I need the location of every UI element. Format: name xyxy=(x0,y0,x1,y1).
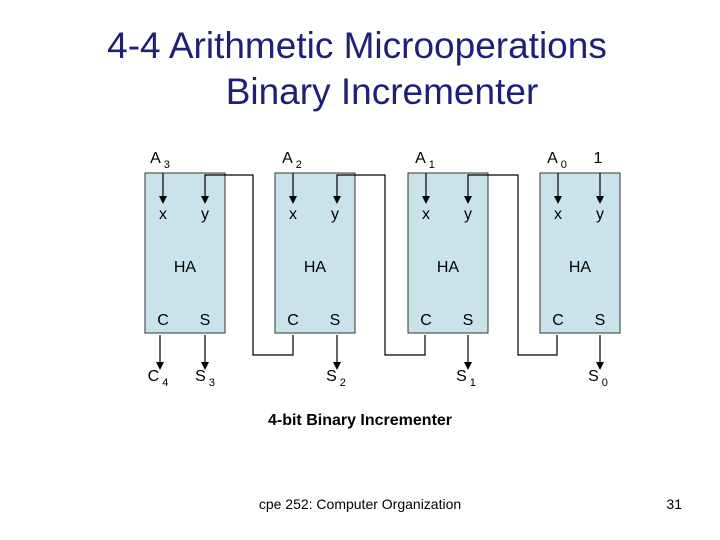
carry-wire xyxy=(333,174,426,356)
ha-sum-label: S xyxy=(200,312,211,329)
ha-y-label: y xyxy=(464,206,472,223)
footer-text: cpe 252: Computer Organization xyxy=(258,496,462,512)
ha-sum-label: S xyxy=(330,312,341,329)
ha-label: HA xyxy=(569,259,592,276)
ha-sum-label: S xyxy=(595,312,606,329)
ha-label: HA xyxy=(304,259,327,276)
ha-x-label: x xyxy=(289,206,297,223)
half-adder-box xyxy=(407,172,489,334)
ha-sum-label: S xyxy=(463,312,474,329)
half-adder-box xyxy=(274,172,356,334)
ha-label: HA xyxy=(174,259,197,276)
carry-wire xyxy=(464,174,558,356)
slide-title: 4-4 Arithmetic Microoperations xyxy=(107,25,607,66)
ha-carry-label: C xyxy=(420,312,432,329)
ha-y-label: y xyxy=(201,206,209,223)
ha-carry-label: C xyxy=(552,312,564,329)
input-label: 1 xyxy=(594,150,603,167)
carry-wire xyxy=(201,174,294,356)
ha-carry-label: C xyxy=(157,312,169,329)
diagram-caption: 4-bit Binary Incrementer xyxy=(267,412,453,429)
ha-x-label: x xyxy=(554,206,562,223)
slide-subtitle: Binary Incrementer xyxy=(225,71,539,112)
half-adder-box xyxy=(539,172,621,334)
ha-x-label: x xyxy=(159,206,167,223)
ha-x-label: x xyxy=(422,206,430,223)
ha-y-label: y xyxy=(596,206,604,223)
ha-carry-label: C xyxy=(287,312,299,329)
half-adder-box xyxy=(144,172,226,334)
ha-y-label: y xyxy=(331,206,339,223)
page-number: 31 xyxy=(666,496,682,512)
ha-label: HA xyxy=(437,259,460,276)
